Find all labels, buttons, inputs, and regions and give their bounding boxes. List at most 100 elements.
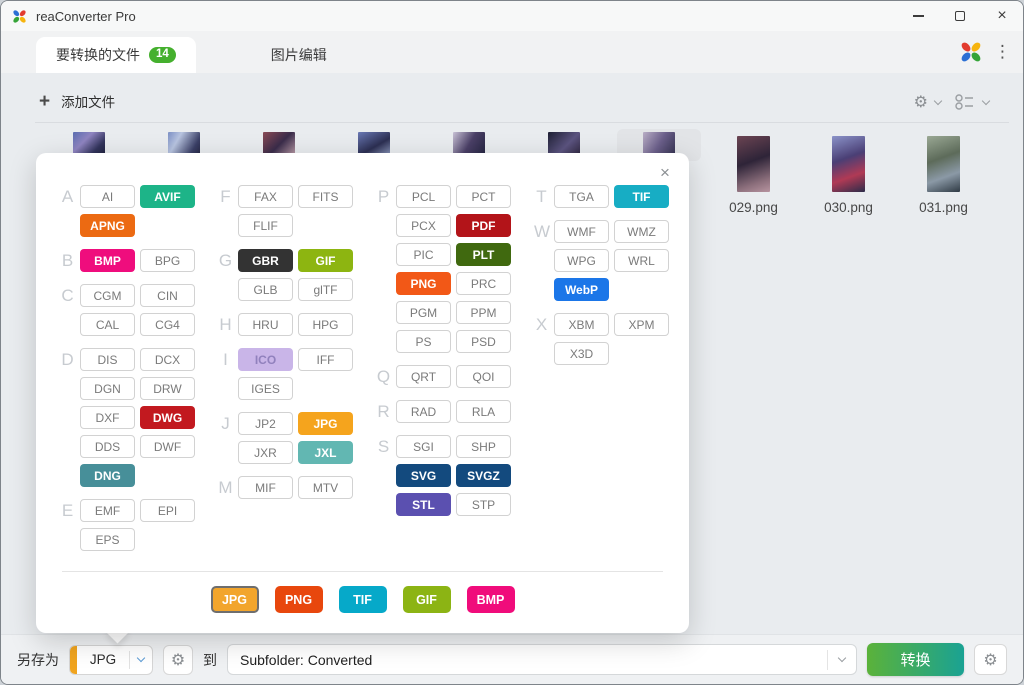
format-button-svg[interactable]: SVG — [396, 464, 451, 487]
format-settings-button[interactable]: ⚙ — [163, 644, 193, 675]
format-button-mtv[interactable]: MTV — [298, 476, 353, 499]
conversion-settings-button[interactable]: ⚙ — [974, 644, 1007, 675]
format-button-dgn[interactable]: DGN — [80, 377, 135, 400]
tab-files-to-convert[interactable]: 要转换的文件 14 — [36, 37, 196, 73]
file-thumbnail[interactable] — [737, 136, 770, 192]
format-button-iff[interactable]: IFF — [298, 348, 353, 371]
format-button-wmf[interactable]: WMF — [554, 220, 609, 243]
format-button-dwf[interactable]: DWF — [140, 435, 195, 458]
format-button-jpg[interactable]: JPG — [298, 412, 353, 435]
quick-format-tif[interactable]: TIF — [338, 586, 387, 613]
format-button-glb[interactable]: GLB — [238, 278, 293, 301]
file-thumbnail[interactable] — [927, 136, 960, 192]
format-button-cgm[interactable]: CGM — [80, 284, 135, 307]
format-button-pgm[interactable]: PGM — [396, 301, 451, 324]
reaconverter-pinwheel-icon[interactable] — [958, 39, 984, 65]
format-button-fax[interactable]: FAX — [238, 185, 293, 208]
chevron-down-icon[interactable] — [933, 96, 943, 105]
format-button-dcx[interactable]: DCX — [140, 348, 195, 371]
format-button-dds[interactable]: DDS — [80, 435, 135, 458]
format-button-pcx[interactable]: PCX — [396, 214, 451, 237]
quick-format-jpg[interactable]: JPG — [210, 586, 259, 613]
format-button-gif[interactable]: GIF — [298, 249, 353, 272]
format-button-x3d[interactable]: X3D — [554, 342, 609, 365]
format-button-dng[interactable]: DNG — [80, 464, 135, 487]
settings-gear-icon[interactable]: ⚙ — [913, 92, 928, 111]
format-button-tga[interactable]: TGA — [554, 185, 609, 208]
format-button-eps[interactable]: EPS — [80, 528, 135, 551]
add-files-button[interactable]: + 添加文件 — [39, 91, 115, 111]
format-button-bmp[interactable]: BMP — [80, 249, 135, 272]
format-button-ico[interactable]: ICO — [238, 348, 293, 371]
format-button-gltf[interactable]: glTF — [298, 278, 353, 301]
format-button-pic[interactable]: PIC — [396, 243, 451, 266]
format-button-dwg[interactable]: DWG — [140, 406, 195, 429]
format-button-dis[interactable]: DIS — [80, 348, 135, 371]
close-button[interactable]: × — [981, 1, 1023, 31]
format-button-rad[interactable]: RAD — [396, 400, 451, 423]
format-button-sgi[interactable]: SGI — [396, 435, 451, 458]
format-button-png[interactable]: PNG — [396, 272, 451, 295]
overflow-menu-icon[interactable]: ⋮ — [994, 41, 1011, 62]
format-button-xpm[interactable]: XPM — [614, 313, 669, 336]
quick-format-png[interactable]: PNG — [274, 586, 323, 613]
quick-format-bmp[interactable]: BMP — [466, 586, 515, 613]
format-button-stl[interactable]: STL — [396, 493, 451, 516]
format-button-epi[interactable]: EPI — [140, 499, 195, 522]
format-button-shp[interactable]: SHP — [456, 435, 511, 458]
file-item[interactable]: 031.png — [896, 129, 991, 215]
format-button-stp[interactable]: STP — [456, 493, 511, 516]
output-format-dropdown[interactable]: JPG — [69, 644, 153, 675]
format-button-plt[interactable]: PLT — [456, 243, 511, 266]
format-button-svgz[interactable]: SVGZ — [456, 464, 511, 487]
format-button-drw[interactable]: DRW — [140, 377, 195, 400]
quick-format-gif[interactable]: GIF — [402, 586, 451, 613]
format-button-fits[interactable]: FITS — [298, 185, 353, 208]
format-button-webp[interactable]: WebP — [554, 278, 609, 301]
format-button-cal[interactable]: CAL — [80, 313, 135, 336]
destination-input[interactable] — [228, 651, 827, 668]
format-button-dxf[interactable]: DXF — [80, 406, 135, 429]
format-button-jxr[interactable]: JXR — [238, 441, 293, 464]
tab-image-editing[interactable]: 图片编辑 — [251, 37, 347, 73]
format-button-wmz[interactable]: WMZ — [614, 220, 669, 243]
dialog-close-icon[interactable]: × — [660, 163, 670, 182]
format-button-hpg[interactable]: HPG — [298, 313, 353, 336]
format-button-hru[interactable]: HRU — [238, 313, 293, 336]
format-button-mif[interactable]: MIF — [238, 476, 293, 499]
format-button-iges[interactable]: IGES — [238, 377, 293, 400]
format-button-gbr[interactable]: GBR — [238, 249, 293, 272]
format-button-tif[interactable]: TIF — [614, 185, 669, 208]
format-button-cin[interactable]: CIN — [140, 284, 195, 307]
format-button-wpg[interactable]: WPG — [554, 249, 609, 272]
format-button-prc[interactable]: PRC — [456, 272, 511, 295]
convert-button[interactable]: 转换 — [867, 643, 964, 676]
format-button-cg4[interactable]: CG4 — [140, 313, 195, 336]
format-button-ps[interactable]: PS — [396, 330, 451, 353]
format-button-wrl[interactable]: WRL — [614, 249, 669, 272]
format-button-pdf[interactable]: PDF — [456, 214, 511, 237]
format-button-ai[interactable]: AI — [80, 185, 135, 208]
format-button-qoi[interactable]: QOI — [456, 365, 511, 388]
format-button-pct[interactable]: PCT — [456, 185, 511, 208]
format-button-ppm[interactable]: PPM — [456, 301, 511, 324]
sort-view-icon[interactable] — [954, 93, 976, 111]
format-button-jp2[interactable]: JP2 — [238, 412, 293, 435]
format-button-xbm[interactable]: XBM — [554, 313, 609, 336]
minimize-button[interactable] — [897, 1, 939, 31]
file-item[interactable]: 029.png — [706, 129, 801, 215]
format-button-bpg[interactable]: BPG — [140, 249, 195, 272]
format-button-jxl[interactable]: JXL — [298, 441, 353, 464]
destination-dropdown[interactable] — [828, 653, 856, 663]
file-item[interactable]: 030.png — [801, 129, 896, 215]
format-button-qrt[interactable]: QRT — [396, 365, 451, 388]
format-button-pcl[interactable]: PCL — [396, 185, 451, 208]
chevron-down-icon[interactable] — [981, 96, 991, 105]
format-button-flif[interactable]: FLIF — [238, 214, 293, 237]
format-button-psd[interactable]: PSD — [456, 330, 511, 353]
format-button-avif[interactable]: AVIF — [140, 185, 195, 208]
format-button-emf[interactable]: EMF — [80, 499, 135, 522]
maximize-button[interactable] — [939, 1, 981, 31]
format-button-rla[interactable]: RLA — [456, 400, 511, 423]
format-button-apng[interactable]: APNG — [80, 214, 135, 237]
